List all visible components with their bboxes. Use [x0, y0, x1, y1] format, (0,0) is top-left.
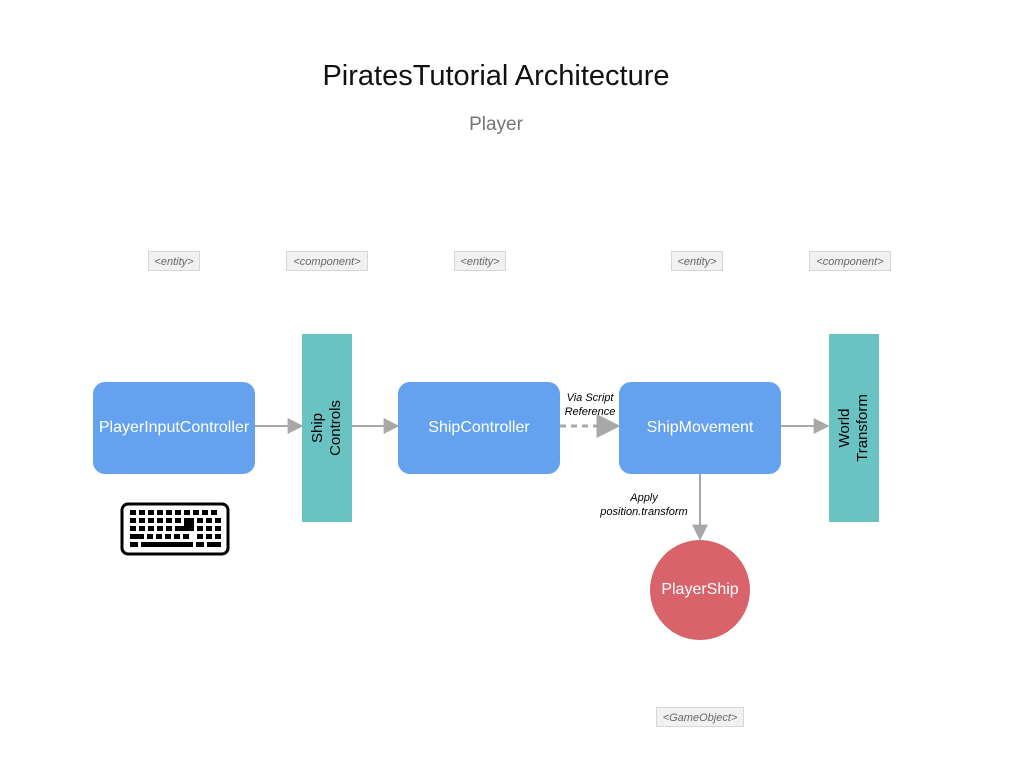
ship-controls-line-1: Ship [309, 412, 326, 444]
tag-ship-controls: <component> [286, 251, 368, 271]
edge-label-via-script-reference: Via Script Reference [560, 391, 620, 419]
node-world-transform-label: World Transform [836, 394, 872, 462]
ship-controls-line-2: Controls [327, 400, 344, 456]
node-ship-controls-label: Ship Controls [309, 400, 345, 456]
diagram-title: PiratesTutorial Architecture [322, 60, 670, 92]
node-ship-controller: ShipController [398, 382, 560, 474]
tag-ship-controller: <entity> [454, 251, 506, 271]
keyboard-icon [120, 502, 230, 556]
node-ship-controller-label: ShipController [428, 419, 530, 436]
via-script-line-1: Via Script [566, 392, 614, 404]
apply-line-1: Apply [630, 492, 658, 504]
apply-line-2: position.transform [600, 506, 688, 518]
node-ship-movement: ShipMovement [619, 382, 781, 474]
tag-world-transform: <component> [809, 251, 891, 271]
node-player-ship: PlayerShip [650, 540, 750, 640]
edge-label-apply-position-transform: Apply position.transform [584, 491, 704, 519]
node-player-input-controller-label: PlayerInputController [98, 419, 250, 436]
node-player-input-controller: PlayerInputController [93, 382, 255, 474]
node-ship-controls: Ship Controls [302, 334, 352, 522]
tag-player-ship: <GameObject> [656, 707, 744, 727]
world-transform-line-2: Transform [854, 394, 871, 462]
node-ship-movement-label: ShipMovement [646, 419, 754, 436]
world-transform-line-1: World [836, 408, 853, 448]
node-player-ship-label: PlayerShip [661, 581, 739, 598]
node-world-transform: World Transform [829, 334, 879, 522]
tag-player-input-controller: <entity> [148, 251, 200, 271]
via-script-line-2: Reference [564, 406, 616, 418]
diagram-subtitle: Player [469, 114, 523, 135]
tag-ship-movement: <entity> [671, 251, 723, 271]
